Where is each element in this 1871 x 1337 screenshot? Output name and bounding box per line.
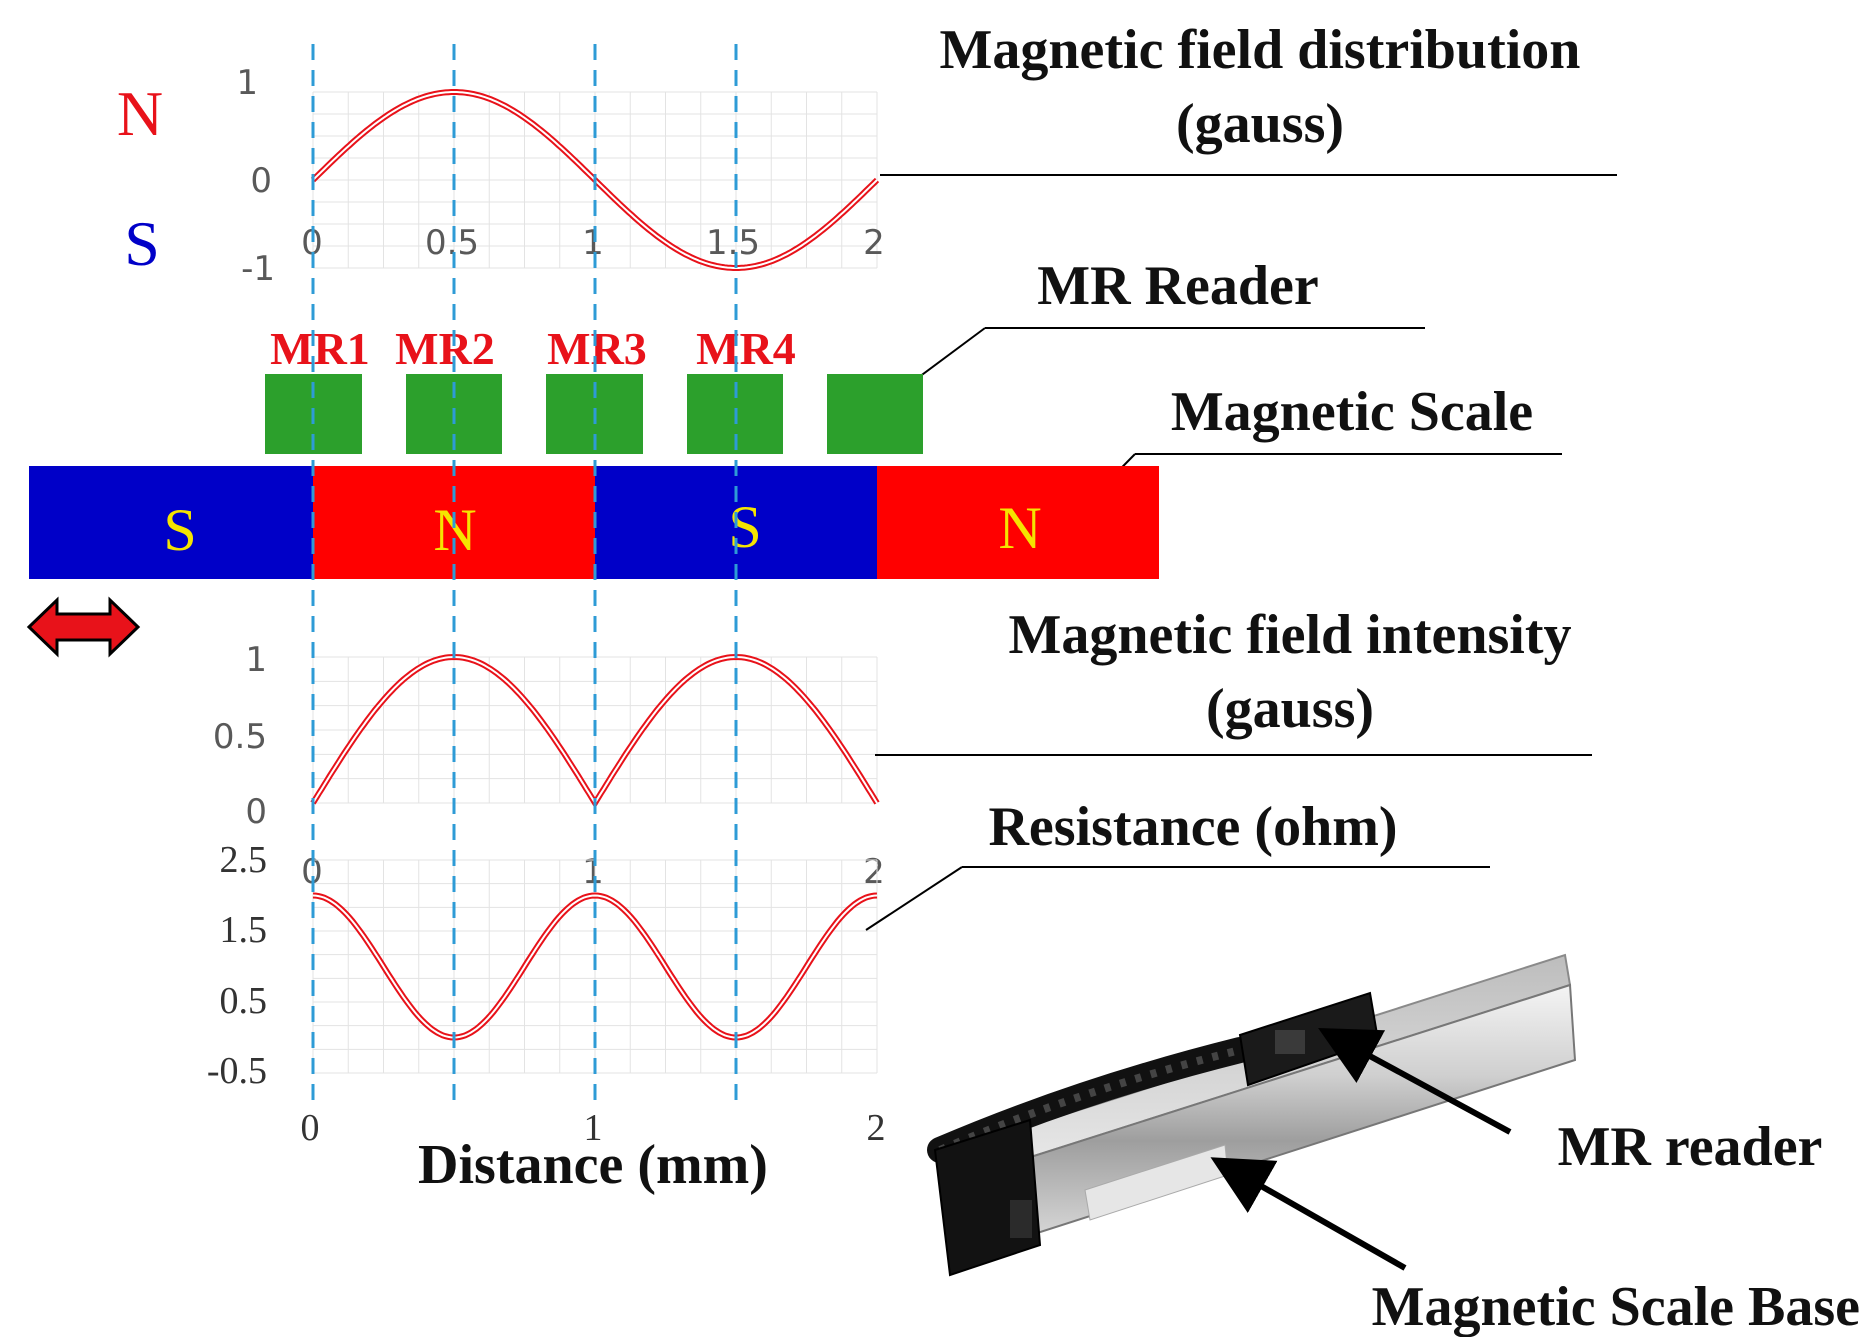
mr-reader-arrow	[1318, 1027, 1512, 1135]
mr2-label: MR2	[395, 323, 495, 374]
chart2-xtick: 2	[863, 852, 885, 892]
chart1-xtick: 1	[582, 223, 604, 263]
chart2-xtick: 0	[301, 852, 323, 892]
distance-axis-label: Distance (mm)	[418, 1134, 768, 1196]
mr-block	[827, 374, 923, 454]
linear-encoder-photo	[927, 953, 1577, 1277]
chart3-xtick: 2	[867, 1107, 886, 1149]
magnetic-scale-bar: S N S N	[29, 466, 1159, 579]
double-arrow-icon	[26, 596, 141, 658]
north-side-label: N	[117, 78, 163, 149]
scale-base-arrow	[1210, 1157, 1407, 1271]
chart2-xtick: 1	[582, 852, 604, 892]
photo-scale-base-label: Magnetic Scale Base	[1372, 1276, 1860, 1337]
chart1-xtick: 1.5	[706, 223, 760, 263]
chart3-xtick: 1	[584, 1107, 603, 1149]
resistance-title: Resistance (ohm)	[988, 796, 1397, 858]
scale-pole-label: S	[728, 494, 761, 560]
chart1-xtick: 0.5	[425, 223, 479, 263]
chart2-ytick: 0	[245, 792, 267, 832]
chart1-xtick: 2	[863, 223, 885, 263]
chart3-ytick: -0.5	[207, 1050, 267, 1092]
scale-pole-label: N	[998, 495, 1041, 561]
field-intensity-title-line2: (gauss)	[1206, 678, 1374, 740]
chart3-ytick: 2.5	[220, 839, 268, 881]
field-distribution-title-line1: Magnetic field distribution	[940, 19, 1581, 81]
south-side-label: S	[124, 208, 160, 279]
mr4-label: MR4	[696, 323, 796, 374]
scale-segment-south	[29, 466, 313, 579]
guide-lines	[311, 44, 738, 1110]
mr-reader-title: MR Reader	[1037, 255, 1318, 317]
resistance-leader	[865, 866, 963, 931]
field-distribution-chart: 1 0 -1 0 0.5 1 1.5 2	[236, 63, 884, 289]
magnetic-scale-title: Magnetic Scale	[1171, 381, 1533, 443]
chart3-curve-inner	[312, 894, 878, 1039]
field-intensity-title-line1: Magnetic field intensity	[1008, 604, 1571, 666]
chart2-ytick: 1	[245, 640, 267, 680]
chart2-ytick: 0.5	[213, 717, 267, 757]
scale-pole-label: S	[163, 497, 196, 563]
chart1-ytick: -1	[241, 249, 275, 289]
reader-head-window	[1275, 1030, 1305, 1054]
chart3-xtick: 0	[301, 1107, 320, 1149]
cable-chain-links	[938, 1046, 1241, 1154]
end-cap-slot	[1010, 1200, 1032, 1238]
chart3-ytick: 1.5	[220, 909, 268, 951]
photo-mr-reader-label: MR reader	[1558, 1116, 1823, 1178]
scale-segment-north	[877, 466, 1159, 579]
chart1-ytick: 1	[236, 63, 258, 103]
field-distribution-title-line2: (gauss)	[1176, 93, 1344, 155]
mr1-label: MR1	[270, 323, 370, 374]
chart3-ytick: 0.5	[220, 980, 268, 1022]
mr3-label: MR3	[547, 323, 647, 374]
chart1-ytick: 0	[250, 161, 272, 201]
chart1-xtick: 0	[301, 223, 323, 263]
